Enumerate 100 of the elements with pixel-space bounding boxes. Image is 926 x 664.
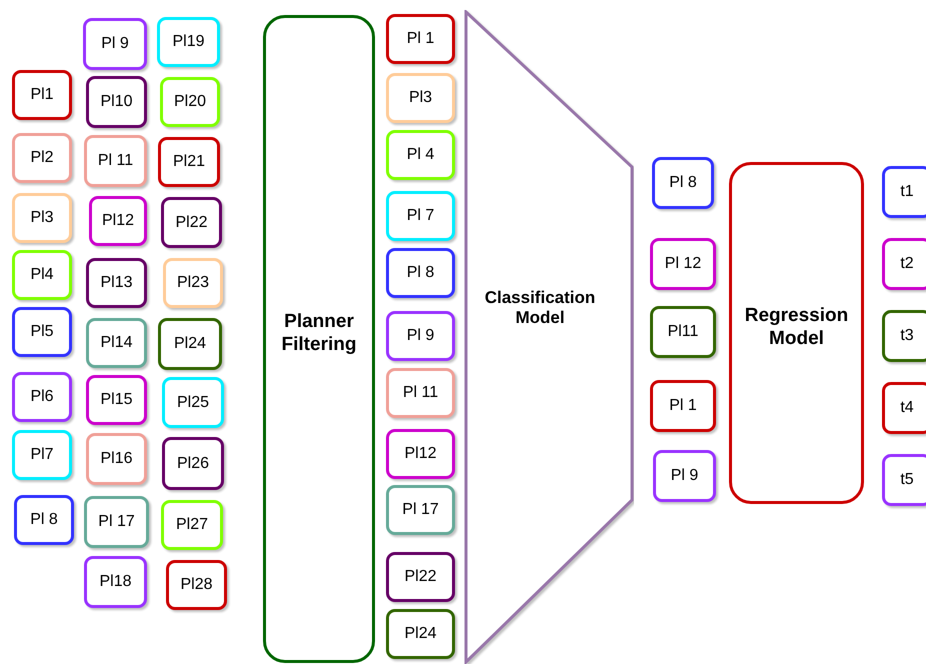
label-box — [84, 135, 147, 187]
label-box — [86, 318, 147, 368]
box-label: t1 — [900, 183, 914, 201]
box-label: Pl 17 — [98, 513, 135, 531]
label-box — [162, 377, 224, 428]
box-label: Pl3 — [30, 209, 54, 227]
box-label: Pl27 — [176, 516, 208, 534]
label-box — [650, 238, 716, 290]
label-box — [386, 14, 455, 64]
box-label: Pl20 — [174, 93, 206, 111]
label-box — [83, 18, 147, 70]
label-box — [386, 191, 455, 241]
model-box — [263, 15, 375, 663]
box-label: Pl24 — [404, 625, 437, 643]
box-label: Pl23 — [176, 274, 210, 292]
label-box — [161, 197, 222, 248]
label-box — [650, 306, 716, 358]
box-label: Pl 8 — [406, 264, 434, 282]
label-box — [86, 258, 147, 308]
box-label: Pl 12 — [664, 255, 702, 273]
label-box — [86, 76, 147, 128]
box-label: Pl21 — [172, 153, 206, 171]
label-box — [386, 130, 455, 180]
box-label: Pl13 — [100, 274, 133, 292]
label-box — [163, 258, 223, 308]
box-label: t3 — [900, 327, 914, 345]
box-label: Pl 11 — [98, 152, 134, 170]
box-label: Pl 17 — [402, 501, 439, 519]
label-box — [882, 238, 926, 290]
box-label: Pl 9 — [406, 327, 434, 345]
box-label: Pl 8 — [30, 511, 58, 529]
label-box — [86, 433, 147, 485]
label-box — [12, 133, 72, 183]
box-label: Pl15 — [100, 391, 133, 409]
label-box — [386, 485, 455, 535]
box-label: Pl22 — [175, 214, 208, 232]
label-box — [386, 311, 455, 361]
label-box — [386, 552, 455, 602]
label-box — [386, 429, 455, 479]
box-label: Pl 9 — [101, 35, 129, 53]
box-label: Pl11 — [668, 323, 698, 341]
box-label: Pl 9 — [670, 467, 698, 485]
label-box — [14, 495, 74, 545]
box-label: Pl24 — [174, 335, 206, 353]
label-box — [652, 157, 714, 209]
label-box — [882, 166, 926, 218]
box-label: Pl12 — [404, 445, 437, 463]
label-box — [12, 250, 72, 300]
box-label: Pl3 — [408, 89, 432, 107]
label-box — [166, 560, 227, 610]
label-box — [12, 70, 72, 120]
box-label: Pl12 — [102, 212, 134, 230]
label-box — [86, 375, 147, 425]
label-box — [89, 196, 147, 246]
model-box — [729, 162, 864, 504]
box-label: t4 — [900, 399, 914, 417]
box-label: Pl2 — [30, 149, 54, 167]
label-box — [386, 368, 455, 418]
box-label: Pl14 — [100, 334, 133, 352]
box-label: Pl16 — [100, 450, 133, 468]
box-label: Pl 8 — [669, 174, 697, 192]
label-box — [650, 380, 716, 432]
label-box — [157, 17, 220, 67]
model-label: Classification Model — [484, 288, 596, 329]
label-box — [158, 137, 220, 187]
box-label: Pl19 — [172, 33, 205, 51]
label-box — [653, 450, 716, 502]
box-label: Pl25 — [176, 394, 210, 412]
box-label: Pl26 — [176, 454, 210, 472]
model-label: Regression Model — [744, 305, 850, 351]
box-label: t2 — [900, 255, 914, 273]
label-box — [882, 382, 926, 434]
label-box — [12, 193, 72, 243]
label-box — [162, 437, 224, 490]
box-label: Pl22 — [404, 568, 437, 586]
box-label: Pl4 — [30, 266, 54, 284]
label-box — [12, 307, 72, 357]
box-label: Pl1 — [30, 86, 54, 104]
box-label: Pl 11 — [402, 384, 438, 402]
label-box — [84, 496, 149, 548]
label-box — [386, 609, 455, 659]
label-box — [12, 430, 72, 480]
label-box — [161, 500, 223, 550]
box-label: Pl7 — [30, 446, 54, 464]
label-box — [882, 310, 926, 362]
box-label: Pl 1 — [406, 30, 434, 48]
label-box — [84, 556, 147, 608]
box-label: Pl 1 — [669, 397, 697, 415]
label-box — [882, 454, 926, 506]
box-label: Pl28 — [180, 576, 213, 594]
trapezoid-block — [464, 10, 634, 664]
box-label: Pl18 — [99, 573, 132, 591]
label-box — [160, 77, 220, 127]
label-box — [158, 318, 222, 370]
box-label: Pl 7 — [406, 207, 434, 225]
box-label: Pl6 — [30, 388, 54, 406]
box-label: Pl 4 — [406, 146, 434, 164]
label-box — [386, 248, 455, 298]
box-label: t5 — [900, 471, 914, 489]
model-label: Planner Filtering — [280, 311, 358, 357]
